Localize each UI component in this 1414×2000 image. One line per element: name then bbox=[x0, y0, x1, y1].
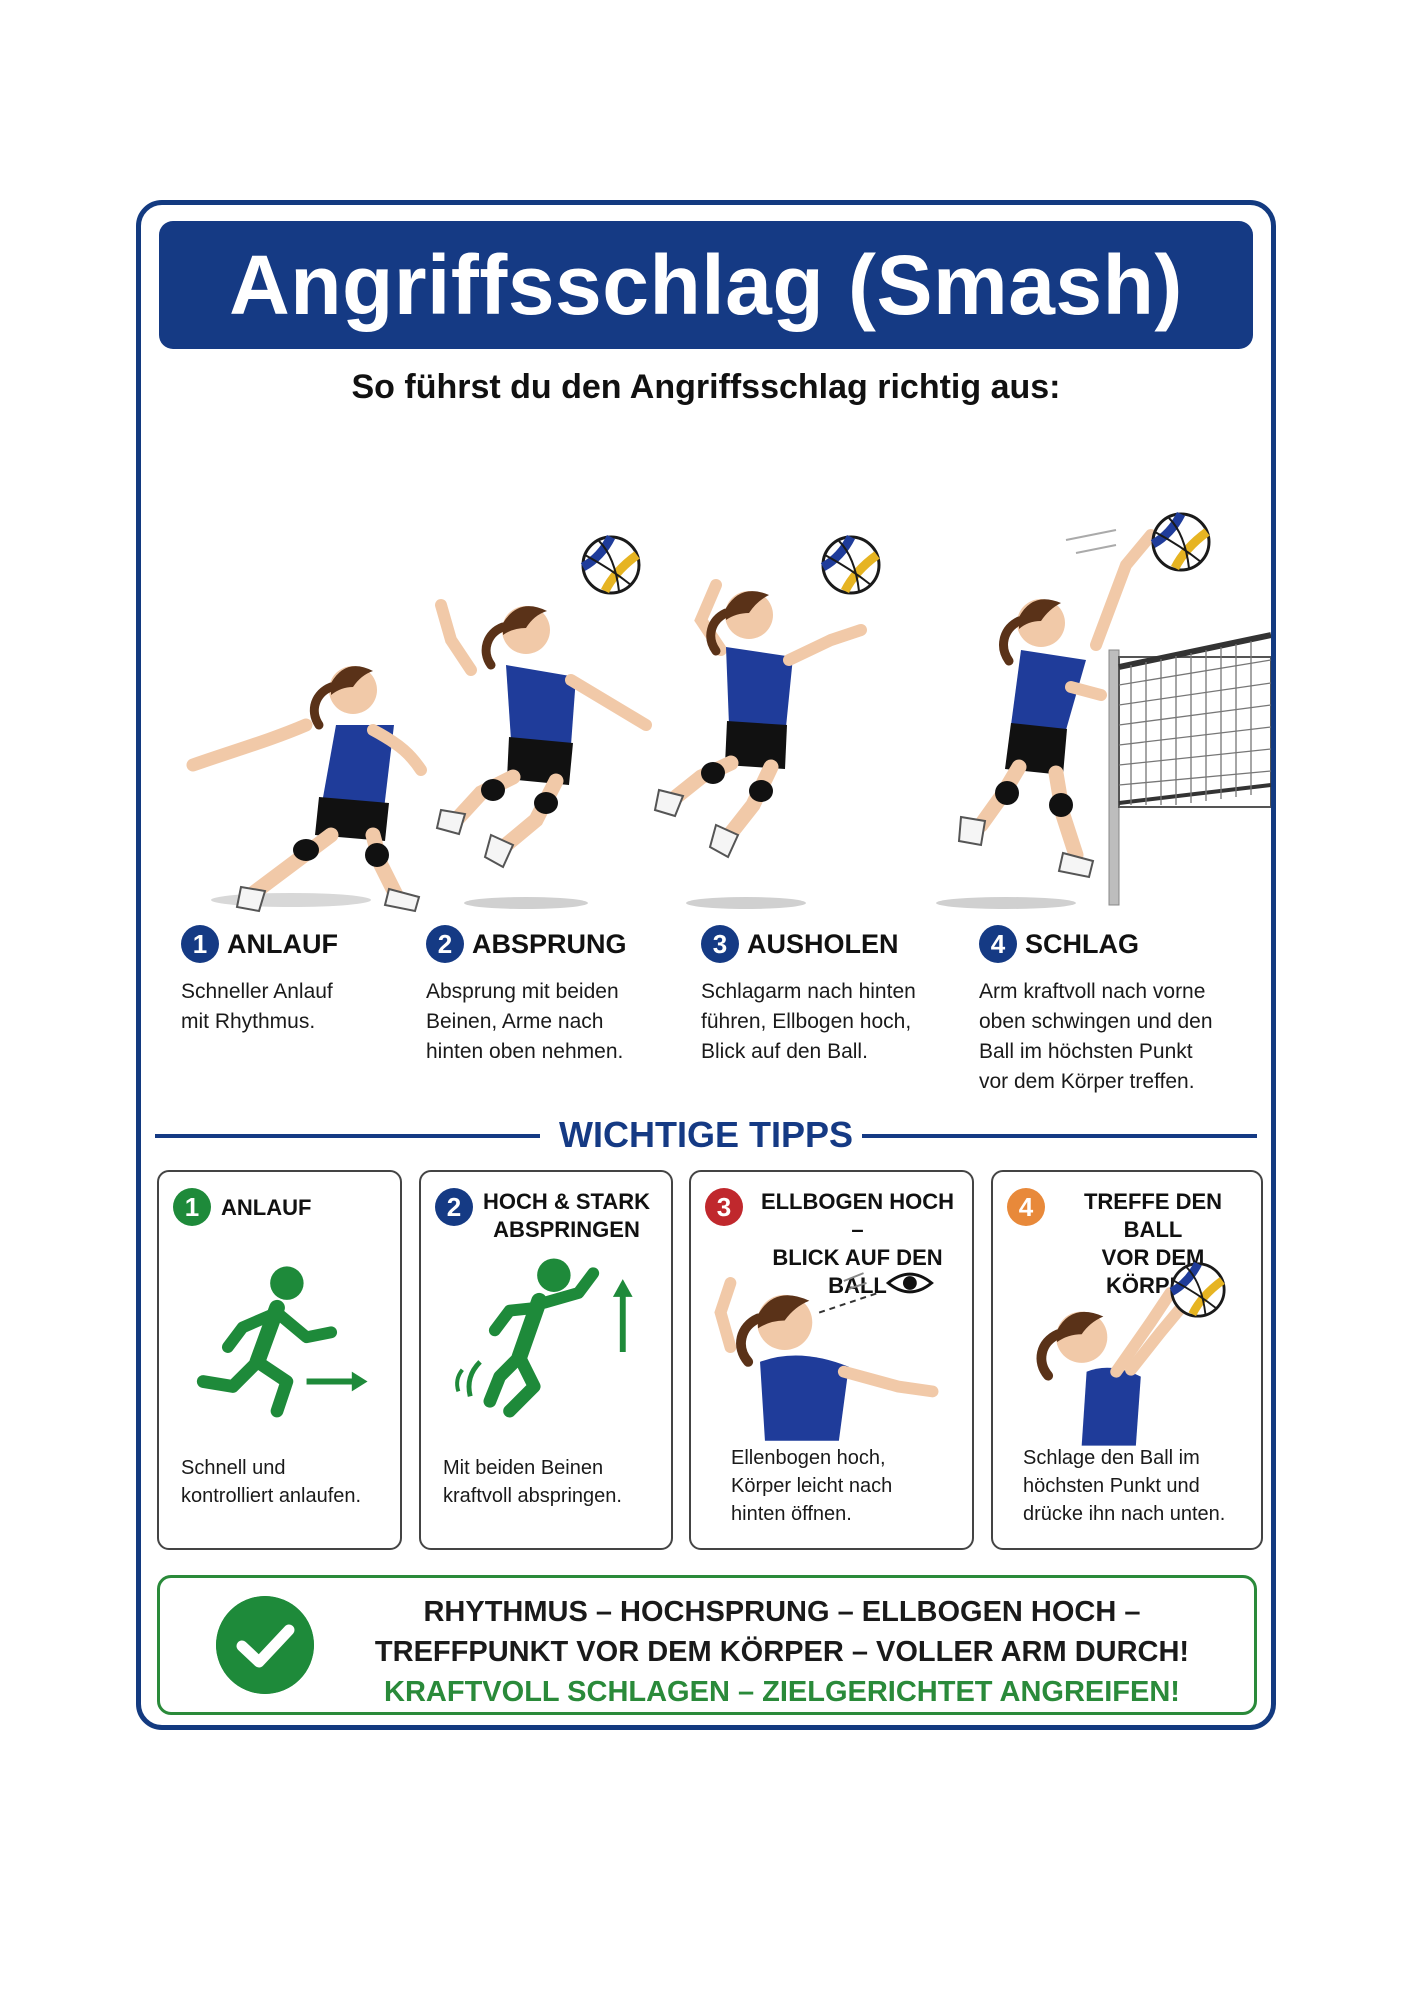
step-absprung: 2 ABSPRUNG Absprung mit beiden Beinen, A… bbox=[426, 925, 686, 1067]
tip-card-treffen: 4 TREFFE DEN BALL VOR DEM KÖRPER Schlage… bbox=[991, 1170, 1263, 1550]
step-ausholen: 3 AUSHOLEN Schlagarm nach hinten führen,… bbox=[701, 925, 961, 1067]
step-title: ANLAUF bbox=[227, 928, 338, 959]
summary-box: RHYTHMUS – HOCHSPRUNG – ELLBOGEN HOCH – … bbox=[157, 1575, 1257, 1715]
figure-run bbox=[186, 666, 427, 913]
step-description: Arm kraftvoll nach vorne oben schwingen … bbox=[979, 980, 1213, 1093]
net bbox=[1118, 632, 1271, 808]
step-title: ABSPRUNG bbox=[472, 928, 627, 959]
tip-card-anlauf: 1 ANLAUF Schnell und kontrolliert anlauf… bbox=[157, 1170, 402, 1550]
step-description: Absprung mit beiden Beinen, Arme nach hi… bbox=[426, 980, 624, 1063]
divider bbox=[155, 1134, 540, 1138]
tip-description: Mit beiden Beinen kraftvoll abspringen. bbox=[443, 1457, 622, 1507]
step-number: 4 bbox=[979, 925, 1017, 963]
tip-card-absprung: 2 HOCH & STARK ABSPRINGEN Mit beiden Bei… bbox=[419, 1170, 673, 1550]
tip-number: 1 bbox=[173, 1188, 211, 1226]
figure-jump bbox=[435, 537, 652, 909]
tips-title: WICHTIGE TIPPS bbox=[558, 1114, 853, 1155]
step-number: 2 bbox=[426, 925, 464, 963]
tips-header: WICHTIGE TIPPS bbox=[155, 1110, 1257, 1160]
summary-line-1: RHYTHMUS – HOCHSPRUNG – ELLBOGEN HOCH – bbox=[423, 1596, 1141, 1628]
jumping-person-icon bbox=[455, 1258, 633, 1418]
step-title: AUSHOLEN bbox=[747, 928, 899, 959]
running-person-icon bbox=[196, 1266, 368, 1418]
checkmark-icon bbox=[216, 1596, 314, 1694]
step-anlauf: 1 ANLAUF Schneller Anlauf mit Rhythmus. bbox=[181, 925, 441, 1037]
smash-sequence-illustration bbox=[186, 425, 1271, 913]
tip-title: ANLAUF bbox=[221, 1195, 312, 1220]
figure-strike bbox=[936, 514, 1271, 909]
tip-title: HOCH & STARK ABSPRINGEN bbox=[483, 1189, 651, 1242]
poster: Angriffsschlag (Smash) So führst du den … bbox=[136, 200, 1276, 1730]
figure-wind-up bbox=[653, 537, 879, 909]
step-schlag: 4 SCHLAG Arm kraftvoll nach vorne oben s… bbox=[979, 925, 1269, 1097]
subtitle: So führst du den Angriffsschlag richtig … bbox=[351, 368, 1061, 406]
tip-number: 4 bbox=[1007, 1188, 1045, 1226]
eye-icon bbox=[885, 1272, 934, 1294]
step-number: 1 bbox=[181, 925, 219, 963]
title-bar: Angriffsschlag (Smash) bbox=[159, 221, 1253, 349]
player-elbow-up-illustration bbox=[714, 1272, 939, 1441]
tip-number: 2 bbox=[435, 1188, 473, 1226]
page-title: Angriffsschlag (Smash) bbox=[229, 237, 1183, 332]
summary-line-2: TREFFPUNKT VOR DEM KÖRPER – VOLLER ARM D… bbox=[374, 1636, 1190, 1668]
step-description: Schneller Anlauf mit Rhythmus. bbox=[181, 980, 333, 1033]
tip-description: Ellenbogen hoch, Körper leicht nach hint… bbox=[731, 1447, 893, 1525]
tip-title: ELLBOGEN HOCH – BLICK AUF DEN BALL bbox=[760, 1189, 955, 1298]
tip-description: Schnell und kontrolliert anlaufen. bbox=[181, 1457, 362, 1507]
summary-line-3: KRAFTVOLL SCHLAGEN – ZIELGERICHTET ANGRE… bbox=[384, 1676, 1180, 1708]
step-description: Schlagarm nach hinten führen, Ellbogen h… bbox=[701, 980, 916, 1063]
volleyball-icon bbox=[1169, 1261, 1226, 1318]
player-hitting-ball-illustration bbox=[1036, 1261, 1226, 1446]
tip-card-ellbogen: 3 ELLBOGEN HOCH – BLICK AUF DEN BALL Ell… bbox=[689, 1170, 974, 1550]
divider bbox=[862, 1134, 1257, 1138]
step-title: SCHLAG bbox=[1025, 928, 1139, 959]
step-number: 3 bbox=[701, 925, 739, 963]
tip-description: Schlage den Ball im höchsten Punkt und d… bbox=[1023, 1447, 1226, 1525]
tip-number: 3 bbox=[705, 1188, 743, 1226]
